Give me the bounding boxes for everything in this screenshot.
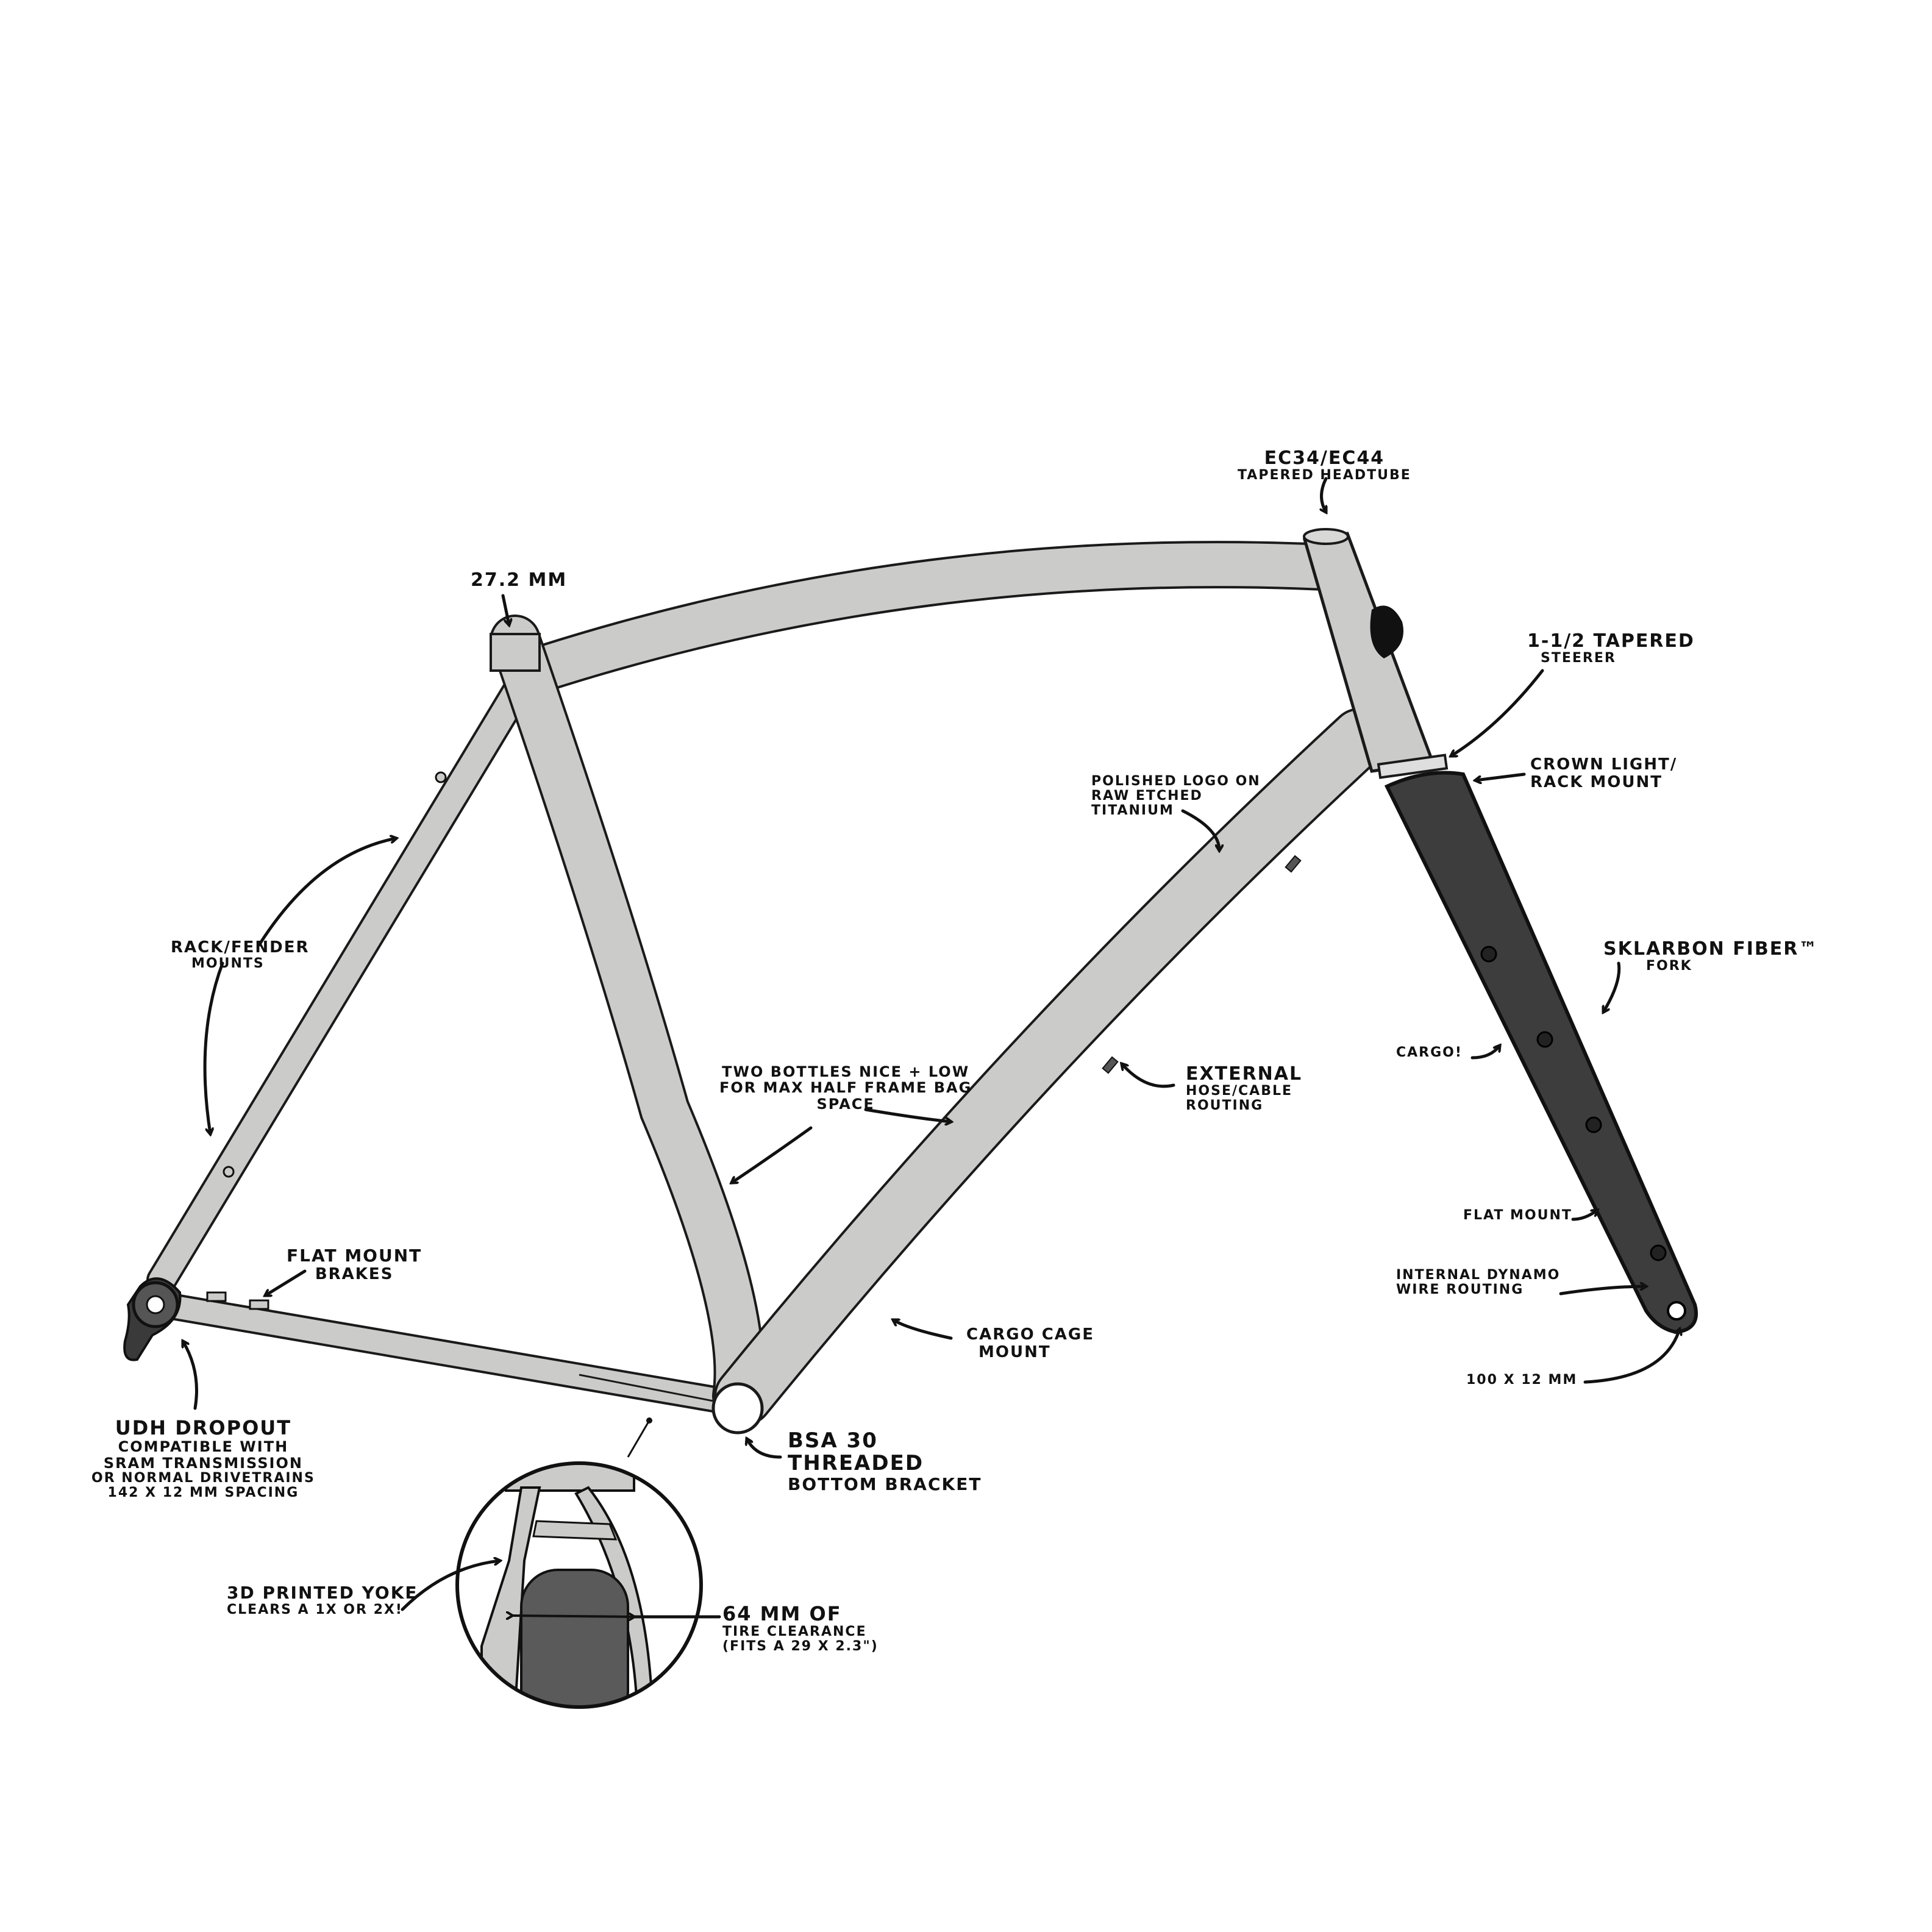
seatpost-arrow [501,594,509,625]
callout-flat-mount-brakes: Flat Mount Brakes [287,1246,422,1283]
callout-bottom-bracket: BSA 30 Threaded Bottom Bracket [788,1428,982,1494]
rear-dropout [123,1277,182,1361]
callout-steerer: 1-1/2 Tapered Steerer [1527,630,1695,666]
tire-tread [520,1569,629,1707]
callout-dropout: UDH Dropout Compatible with SRAM Transmi… [91,1416,315,1501]
rack-mount-eyelet [223,1166,235,1178]
dropout-arrow [183,1341,198,1410]
yoke-arrow [401,1561,500,1611]
front-axle-arrow [1583,1329,1680,1384]
fork-arrow [1603,961,1621,1012]
headtube-arrow [1322,477,1327,512]
callout-crown-mount: Crown Light/ Rack Mount [1530,755,1678,791]
brake-mount-tab [249,1299,269,1310]
front-dropout [1667,1301,1686,1321]
callout-dynamo: Internal Dynamo Wire Routing [1396,1267,1561,1298]
callout-front-axle: 100 x 12 mm [1466,1372,1578,1388]
cargo-fork-arrow [1470,1046,1500,1060]
callout-cargo-cage: Cargo Cage Mount [966,1325,1095,1361]
fork-mount-bolt [1480,946,1497,963]
logo-icon [1370,605,1403,658]
callout-cargo-fork: Cargo! [1396,1045,1463,1060]
bottles-arrow-left [732,1126,813,1183]
cargo-cage-arrow [893,1320,953,1340]
callout-external-routing: External Hose/Cable Routing [1186,1063,1303,1114]
seat-tube [490,615,765,1422]
callout-seatpost: 27.2 mm [471,569,568,591]
callout-bottles: Two Bottles Nice + Low For Max Half Fram… [719,1063,972,1113]
crown-arrow [1475,772,1526,780]
bottom-bracket-shell [711,1382,764,1435]
leader-lines [183,477,1680,1619]
callout-logo: Polished Logo on Raw Etched Titanium [1091,774,1261,819]
bottom-bracket-arrow [747,1439,782,1459]
seat-stay [146,674,533,1296]
callout-yoke: 3D Printed Yoke Clears a 1x or 2x! [227,1583,418,1617]
down-tube [714,708,1389,1426]
callout-tire-clearance: 64 mm of Tire Clearance (Fits a 29 x 2.3… [722,1602,879,1655]
logo-arrow [1181,809,1219,850]
brake-mount-tab [206,1291,227,1302]
external-routing-arrow [1122,1064,1175,1088]
dynamo-arrow [1559,1286,1646,1296]
fork-mount-bolt [1650,1244,1667,1261]
callout-fork: Sklarbon Fiber™ Fork [1603,938,1819,974]
carbon-fork [1384,771,1698,1335]
callout-headtube: EC34/EC44 Tapered Headtube [1238,447,1411,483]
top-tube [513,541,1347,694]
head-tube [1302,528,1449,779]
callout-flat-mount-fork: Flat Mount [1463,1208,1572,1223]
flat-mount-fork-arrow [1571,1210,1597,1221]
cable-guide [1285,855,1302,873]
steerer-arrow [1451,669,1544,756]
yoke-detail-zoom [455,1417,703,1709]
rack-arrow-up [257,838,396,947]
fork-mount-bolt [1536,1031,1553,1048]
chain-stay [148,1291,745,1416]
cable-guide [1102,1056,1119,1074]
rack-mount-eyelet [435,771,447,783]
rack-arrow-down [203,961,224,1134]
fork-mount-bolt [1585,1116,1602,1133]
clearance-dimension [512,1616,634,1617]
flat-mount-brakes-arrow [265,1269,307,1296]
bottles-arrow-right [864,1108,951,1122]
callout-rack-fender: Rack/Fender Mounts [171,938,310,971]
